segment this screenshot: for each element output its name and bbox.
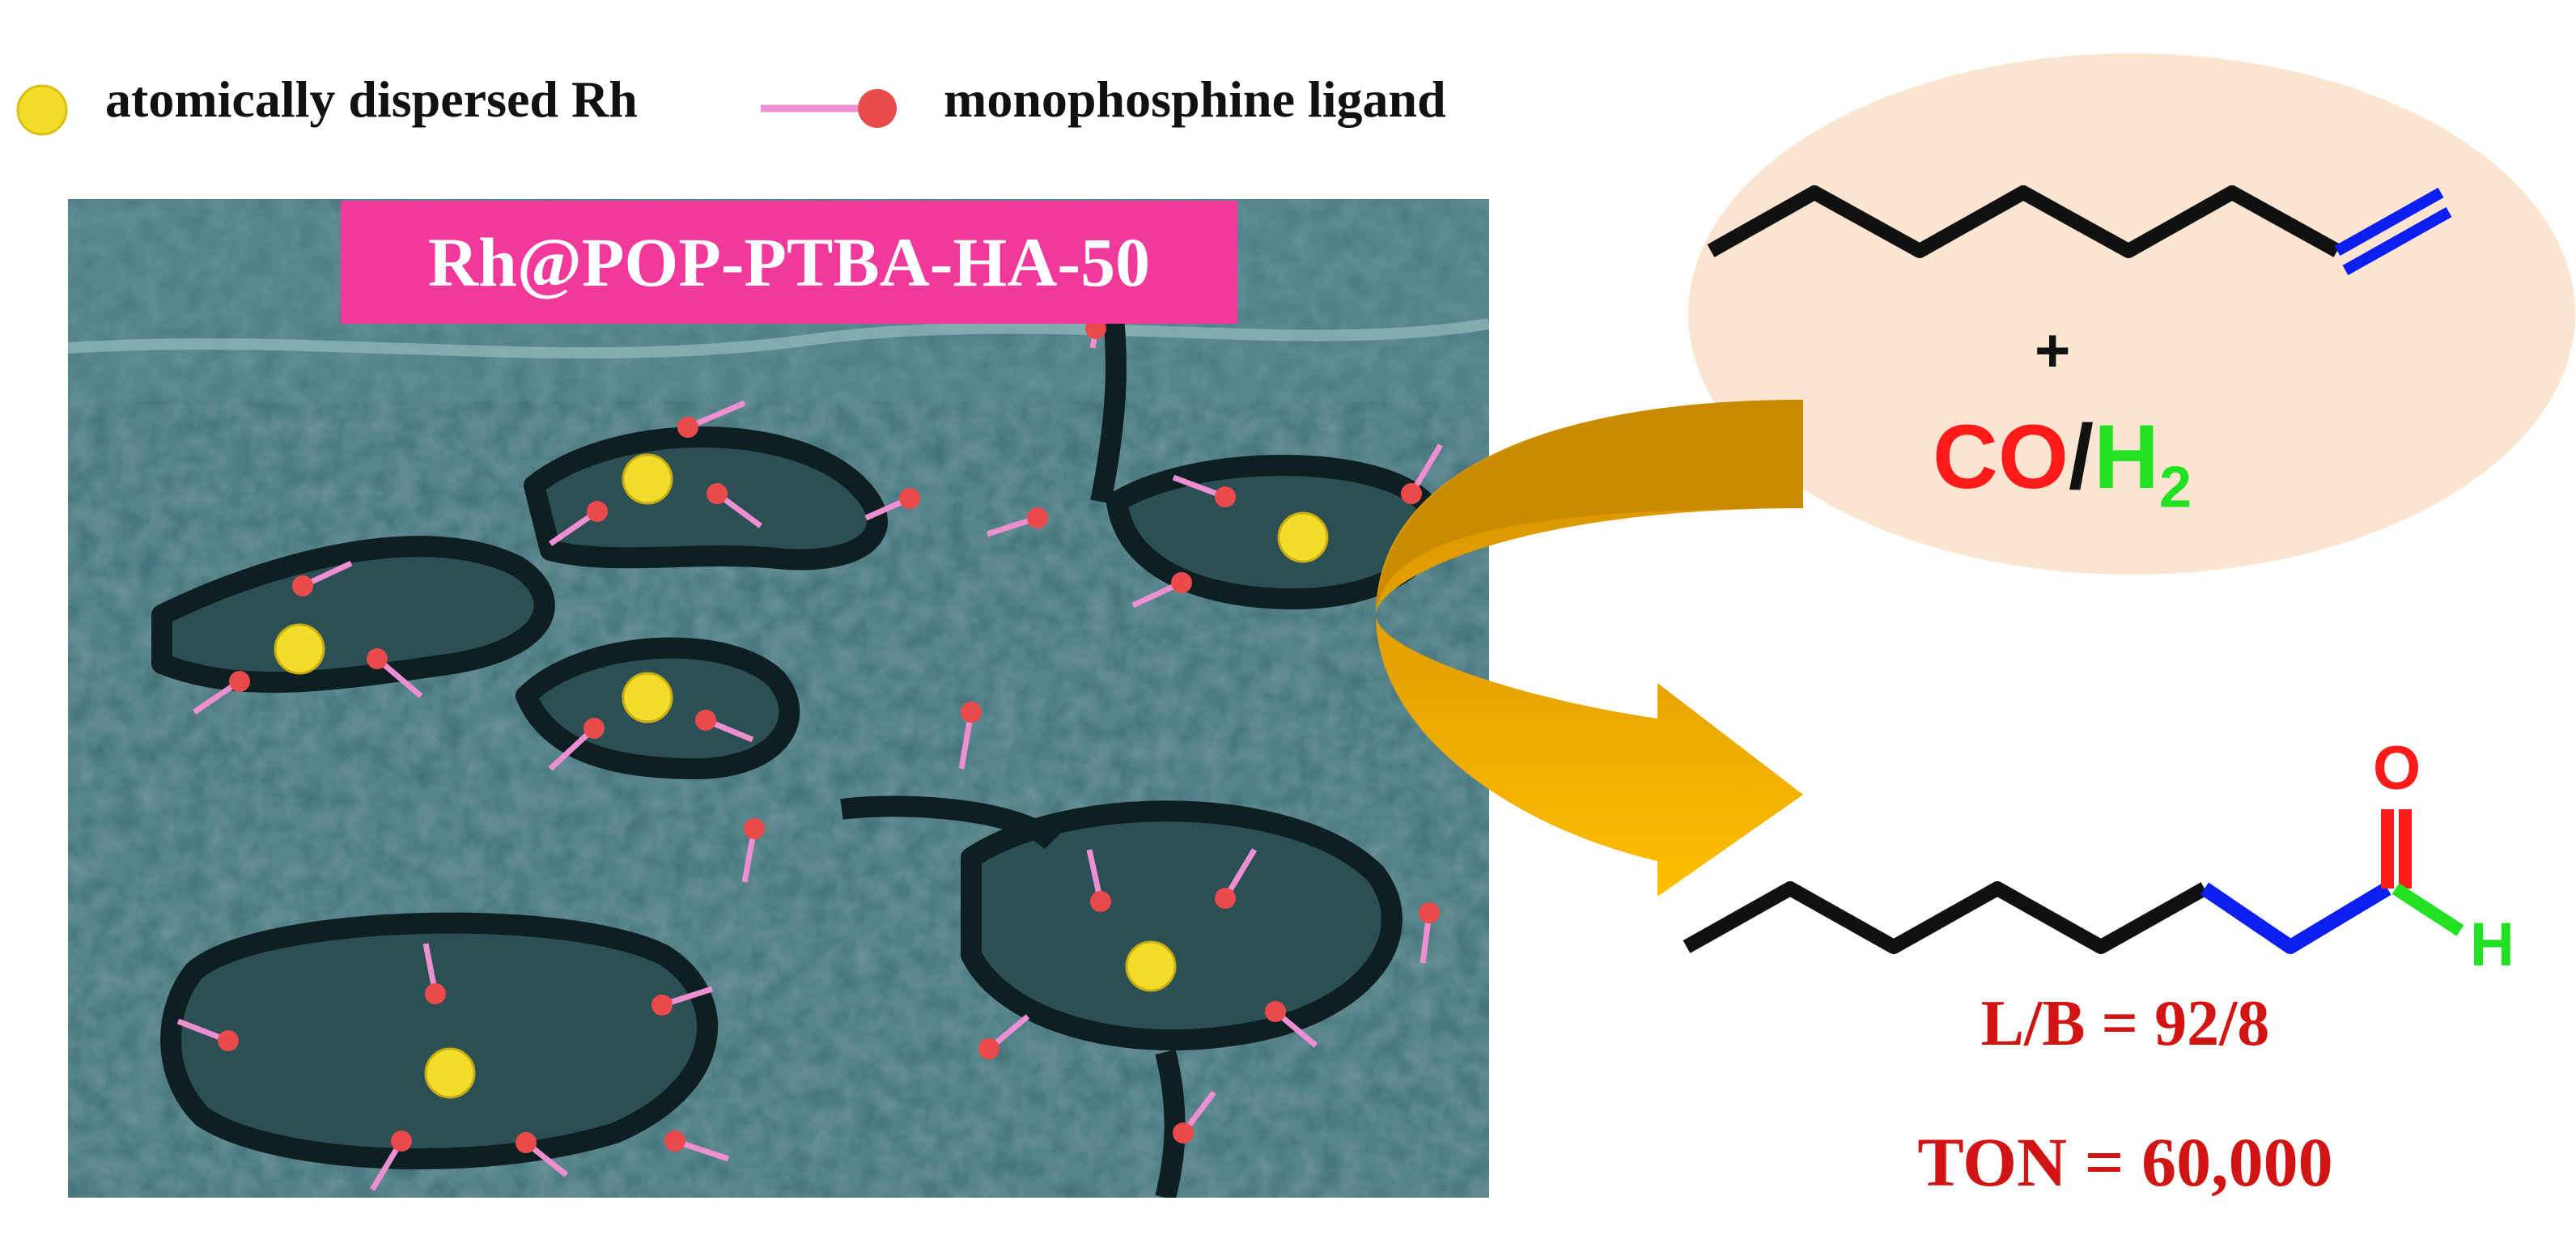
rh-atoms	[274, 453, 1329, 1099]
octene-double-bond-2	[2342, 206, 2452, 276]
reactant-ellipse	[1688, 53, 2575, 575]
porous-polymer-micrograph	[68, 199, 1489, 1198]
rh-atom	[622, 453, 673, 505]
rh-atom	[1277, 511, 1329, 563]
slash-label: /	[2069, 406, 2094, 507]
legend-rh-label: atomically dispersed Rh	[105, 70, 638, 128]
pore-channels	[151, 240, 1444, 1198]
ligand-legend-end-icon	[858, 89, 897, 128]
nonanal-skeleton	[1683, 881, 2209, 954]
hydrogen-atom-label: H	[2470, 910, 2514, 979]
nonanal-new-bonds	[2200, 882, 2391, 954]
h2-subscript: 2	[2159, 455, 2192, 520]
ligand-ends	[218, 318, 1440, 1153]
aldehyde-h-bond	[2391, 883, 2464, 936]
syngas-label: CO/H2	[1933, 405, 2192, 520]
oxygen-atom-label: O	[2373, 734, 2421, 803]
ton-result: TON = 60,000	[1917, 1123, 2333, 1201]
rh-atom	[274, 623, 325, 675]
octene-double-bond	[2334, 187, 2444, 257]
rh-atom	[424, 1047, 476, 1099]
rh-atom	[622, 672, 673, 723]
lb-ratio-result: L/B = 92/8	[1980, 988, 2270, 1059]
h2-label: H2	[2094, 406, 2192, 520]
legend-ligand-label: monophosphine ligand	[944, 70, 1446, 128]
co-label: CO	[1933, 406, 2069, 507]
h-label: H	[2094, 406, 2160, 507]
catalyst-name-banner: Rh@POP-PTBA-HA-50	[341, 201, 1237, 324]
reaction-arrow-back-face	[1376, 400, 1803, 615]
rh-atom	[1125, 940, 1177, 992]
plus-sign: +	[2035, 316, 2071, 385]
rh-atom-legend-icon	[16, 84, 68, 136]
octene-skeleton	[1707, 185, 2341, 258]
